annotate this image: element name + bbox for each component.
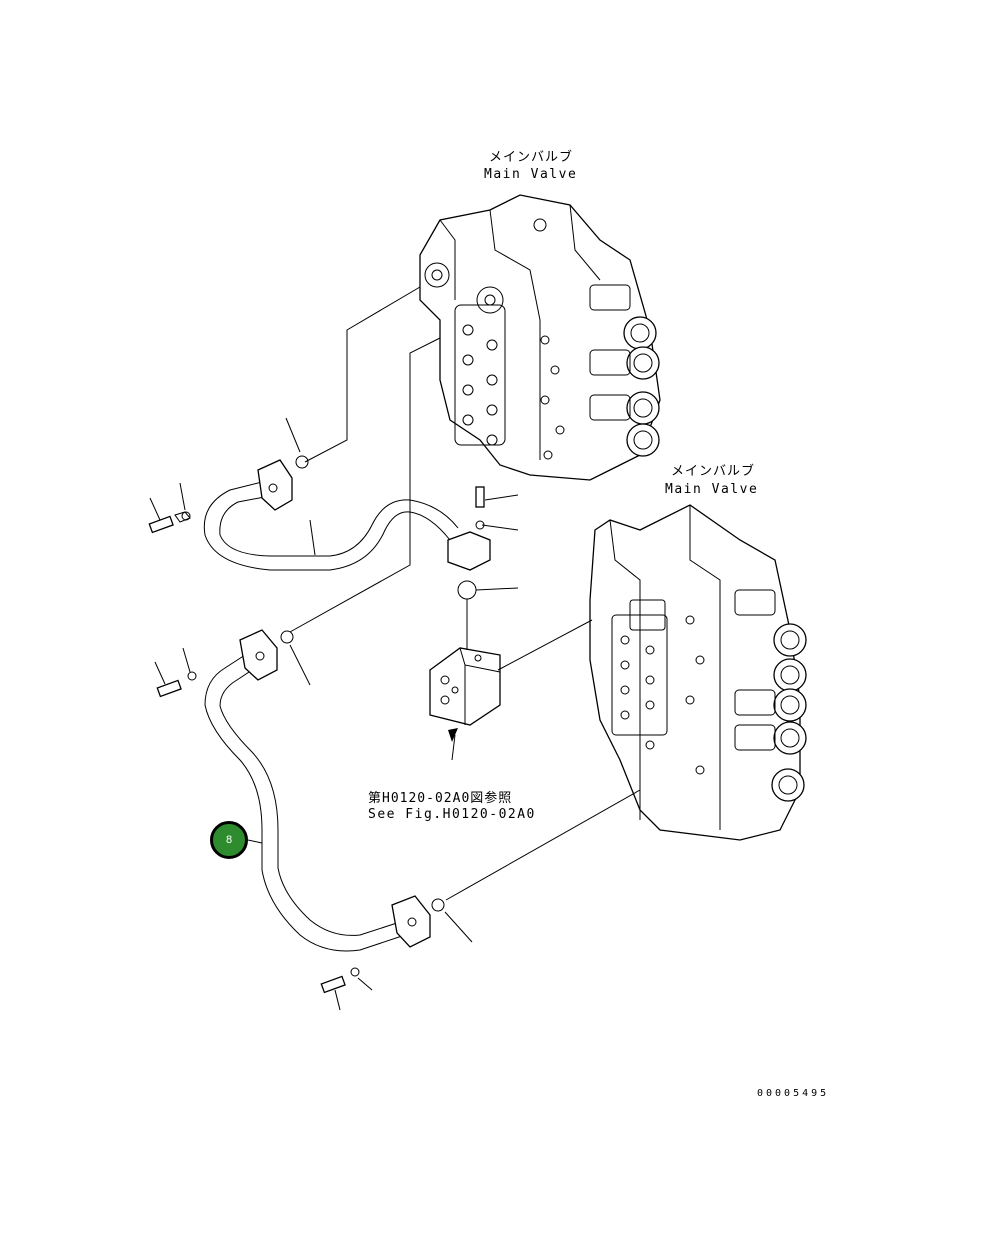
figure-reference-en: See Fig.H0120-02A0: [368, 807, 536, 822]
lower-tube-assembly: [156, 629, 445, 994]
main-valve-top-label-en: Main Valve: [484, 167, 578, 182]
main-valve-upper: [419, 194, 661, 481]
drawing-code: 00005495: [757, 1088, 830, 1099]
main-valve-lower: [589, 504, 807, 841]
figure-reference-jp: 第H0120-02A0図参照: [368, 791, 513, 806]
part-callout-8[interactable]: 8: [210, 821, 248, 859]
upper-tube-assembly: [148, 455, 491, 600]
main-valve-right-label-jp: メインバルブ: [671, 464, 756, 479]
main-valve-top-label-jp: メインバルブ: [489, 150, 574, 165]
main-valve-right-label-en: Main Valve: [665, 482, 759, 497]
leader-lines: [149, 286, 641, 1011]
distribution-block: [429, 647, 501, 761]
